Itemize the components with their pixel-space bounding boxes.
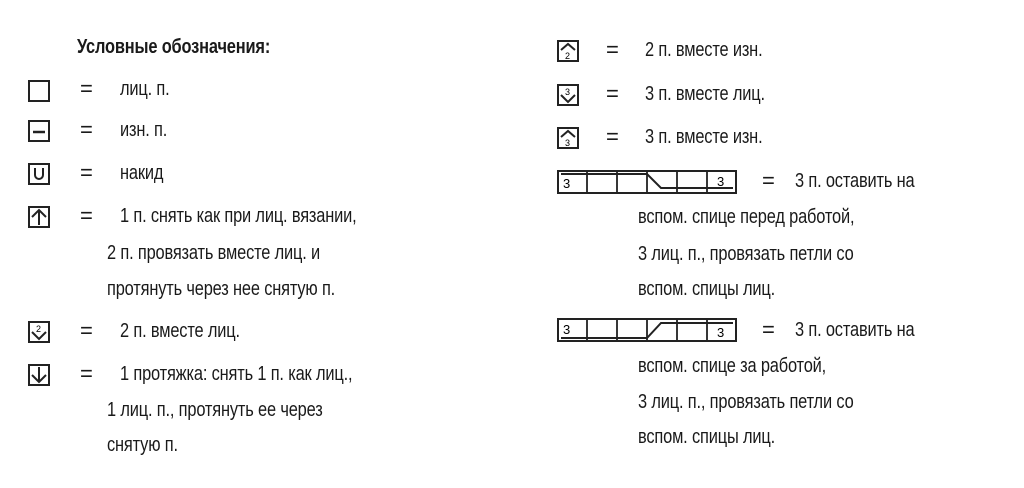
legend-text: 3 п. вместе лиц. (645, 83, 765, 105)
legend-text: 1 протяжка: снять 1 п. как лиц., (120, 363, 353, 385)
equals-sign: = (80, 318, 93, 343)
legend-text: вспом. спице перед работой, (638, 206, 855, 228)
legend-text: 2 п. провязать вместе лиц. и (107, 242, 321, 264)
svg-text:2: 2 (565, 51, 570, 61)
empty-square-icon (28, 80, 50, 102)
legend-text: 3 п. вместе изн. (645, 126, 763, 148)
equals-sign: = (80, 117, 93, 142)
legend-text: 3 п. оставить на (795, 319, 915, 341)
equals-sign: = (762, 168, 775, 193)
legend-text: вспом. спице за работой, (638, 355, 827, 377)
legend-text: 1 лиц. п., протянуть ее через (107, 399, 323, 421)
legend-text: вспом. спицы лиц. (638, 426, 775, 448)
legend-text: изн. п. (120, 119, 168, 141)
legend-text: 2 п. вместе лиц. (120, 320, 240, 342)
down-arrow-2-square-icon: 2 (28, 321, 50, 343)
equals-sign: = (606, 124, 619, 149)
legend-text: лиц. п. (120, 78, 170, 100)
legend-text: снятую п. (107, 434, 178, 456)
cable-front-icon: 3 3 (557, 170, 737, 194)
svg-text:2: 2 (36, 324, 41, 334)
equals-sign: = (80, 160, 93, 185)
cable-back-icon: 3 3 (557, 318, 737, 342)
svg-text:3: 3 (565, 138, 570, 148)
equals-sign: = (606, 37, 619, 62)
equals-sign: = (762, 317, 775, 342)
up-arrow-3-square-icon: 3 (557, 127, 579, 149)
legend-text: 3 п. оставить на (795, 170, 915, 192)
svg-text:3: 3 (565, 87, 570, 97)
legend-text: 3 лиц. п., провязать петли со (638, 243, 854, 265)
svg-text:3: 3 (563, 176, 570, 191)
u-square-icon (28, 163, 50, 185)
up-arrow-square-icon (28, 206, 50, 228)
legend-text: 1 п. снять как при лиц. вязании, (120, 205, 357, 227)
dash-square-icon (28, 120, 50, 142)
legend-text: вспом. спицы лиц. (638, 278, 775, 300)
legend-text: протянуть через нее снятую п. (107, 278, 336, 300)
svg-text:3: 3 (717, 174, 724, 189)
equals-sign: = (80, 361, 93, 386)
legend-text: 3 лиц. п., провязать петли со (638, 391, 854, 413)
equals-sign: = (80, 203, 93, 228)
svg-text:3: 3 (717, 325, 724, 340)
legend-text: 2 п. вместе изн. (645, 39, 763, 61)
legend-text: накид (120, 162, 164, 184)
svg-text:3: 3 (563, 322, 570, 337)
equals-sign: = (80, 76, 93, 101)
up-arrow-2-square-icon: 2 (557, 40, 579, 62)
down-arrow-3-square-icon: 3 (557, 84, 579, 106)
down-arrow-square-icon (28, 364, 50, 386)
equals-sign: = (606, 81, 619, 106)
legend-title: Условные обозначения: (77, 36, 271, 58)
